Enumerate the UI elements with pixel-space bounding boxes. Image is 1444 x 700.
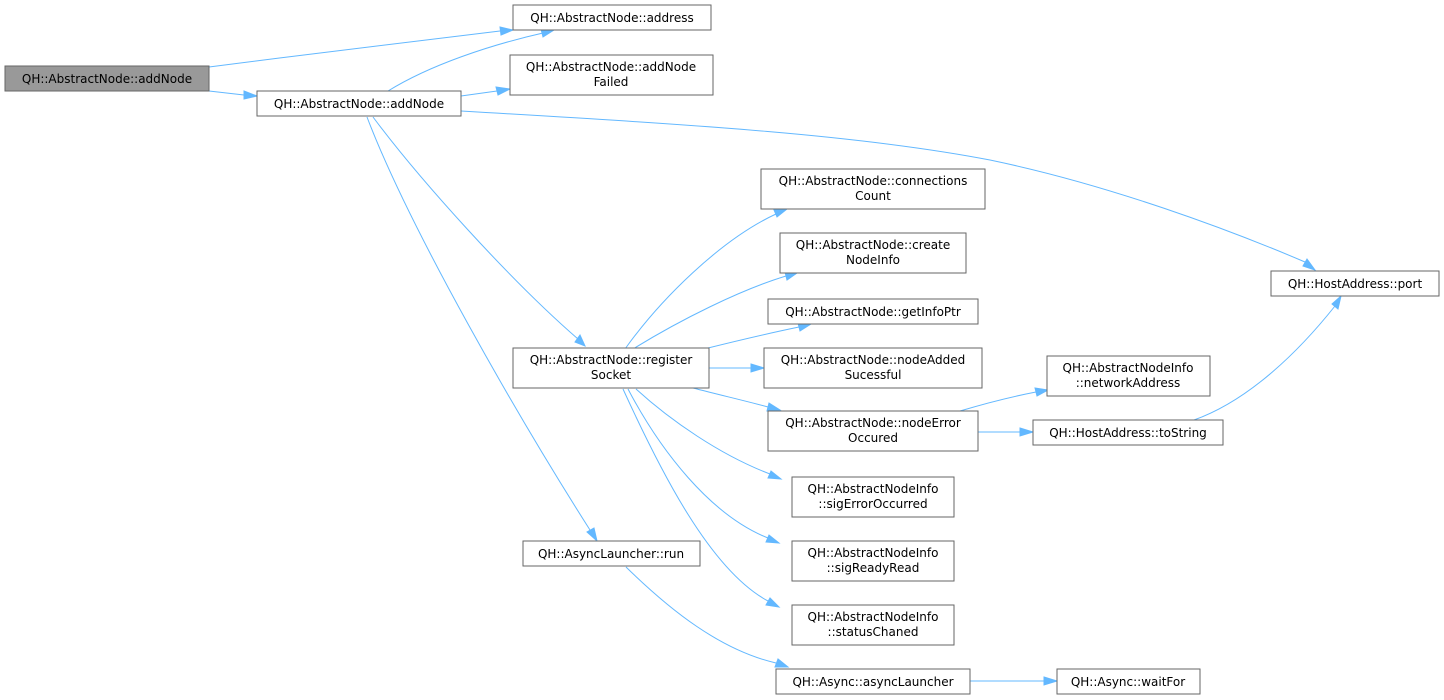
edge-addnode-to-async-run: [366, 116, 598, 543]
node-label-line-1: QH::AbstractNode::addNode: [526, 60, 696, 74]
node-label-line-1: QH::AbstractNode::nodeError: [785, 416, 961, 430]
node-register-socket[interactable]: QH::AbstractNode::register Socket: [512, 347, 710, 389]
node-sig-error[interactable]: QH::AbstractNodeInfo ::sigErrorOccurred: [791, 476, 955, 518]
node-label-line-2: Sucessful: [845, 368, 902, 382]
node-address[interactable]: QH::AbstractNode::address: [512, 4, 712, 31]
node-create-nodeinfo[interactable]: QH::AbstractNode::create NodeInfo: [779, 232, 967, 274]
node-label-line-2: ::sigErrorOccurred: [818, 497, 927, 511]
edge-node-error-to-network-address: [959, 387, 1050, 412]
node-label-line-1: QH::AbstractNode::create: [796, 238, 950, 252]
node-label-line-1: QH::AbstractNodeInfo: [808, 482, 939, 496]
node-async-launcher[interactable]: QH::Async::asyncLauncher: [775, 668, 971, 695]
node-label-line-2: ::networkAddress: [1076, 376, 1181, 390]
node-status-chaned[interactable]: QH::AbstractNodeInfo ::statusChaned: [791, 604, 955, 646]
edge-register-to-connections-count: [624, 208, 789, 350]
node-label-line-2: Count: [855, 189, 891, 203]
edge-root-to-addnode: [208, 90, 259, 100]
edge-root-to-address: [208, 26, 515, 68]
node-label: QH::HostAddress::toString: [1049, 426, 1207, 440]
edge-addnode-to-addnode-failed: [460, 86, 512, 97]
edge-register-to-sig-error: [635, 388, 783, 480]
node-label: QH::AbstractNode::getInfoPtr: [785, 305, 961, 319]
node-label-line-2: ::sigReadyRead: [827, 561, 920, 575]
edge-async-launcher-to-wait-for: [970, 676, 1059, 686]
node-addnode-failed[interactable]: QH::AbstractNode::addNode Failed: [509, 54, 714, 96]
edge-to-string-to-port: [1193, 294, 1342, 421]
edge-register-to-status-chaned: [622, 388, 781, 608]
node-wait-for[interactable]: QH::Async::waitFor: [1056, 668, 1201, 695]
node-label: QH::Async::waitFor: [1071, 675, 1185, 689]
node-label: QH::HostAddress::port: [1288, 277, 1423, 291]
node-label-line-2: Failed: [594, 75, 629, 89]
edge-async-run-to-async-launcher: [625, 566, 790, 668]
node-label: QH::AbstractNode::address: [530, 11, 693, 25]
node-label-line-2: Socket: [591, 368, 631, 382]
node-getinfoptr[interactable]: QH::AbstractNode::getInfoPtr: [767, 298, 979, 325]
node-sig-ready[interactable]: QH::AbstractNodeInfo ::sigReadyRead: [791, 540, 955, 582]
node-async-run[interactable]: QH::AsyncLauncher::run: [522, 540, 701, 567]
node-label-line-1: QH::AbstractNode::register: [530, 353, 693, 367]
node-label-line-1: QH::AbstractNodeInfo: [808, 546, 939, 560]
node-label: QH::AbstractNode::addNode: [22, 72, 192, 86]
edge-register-to-sig-ready: [627, 388, 781, 544]
node-label: QH::AbstractNode::addNode: [274, 97, 444, 111]
node-addnode[interactable]: QH::AbstractNode::addNode: [256, 90, 462, 117]
edge-register-to-node-added: [709, 363, 766, 373]
node-connections-count[interactable]: QH::AbstractNode::connections Count: [760, 168, 986, 210]
node-label-line-2: Occured: [848, 431, 898, 445]
node-to-string[interactable]: QH::HostAddress::toString: [1032, 419, 1224, 446]
node-label: QH::AsyncLauncher::run: [538, 547, 684, 561]
edge-addnode-to-register-socket: [372, 116, 586, 347]
node-label: QH::Async::asyncLauncher: [792, 675, 953, 689]
node-node-error[interactable]: QH::AbstractNode::nodeError Occured: [767, 410, 979, 452]
node-label-line-1: QH::AbstractNode::nodeAdded: [781, 353, 966, 367]
call-graph-nodes: QH::AbstractNode::addNode QH::AbstractNo…: [4, 4, 1440, 695]
edge-register-to-getinfoptr: [703, 322, 813, 350]
node-label-line-1: QH::AbstractNode::connections: [779, 174, 968, 188]
node-root-addnode[interactable]: QH::AbstractNode::addNode: [4, 65, 210, 92]
edge-register-to-node-error: [692, 387, 782, 412]
edge-addnode-to-port: [460, 110, 1317, 271]
node-label-line-1: QH::AbstractNodeInfo: [1063, 361, 1194, 375]
node-label-line-1: QH::AbstractNodeInfo: [808, 610, 939, 624]
node-port[interactable]: QH::HostAddress::port: [1270, 270, 1440, 297]
call-graph-edges: [208, 26, 1342, 686]
node-label-line-2: NodeInfo: [846, 253, 900, 267]
node-node-added[interactable]: QH::AbstractNode::nodeAdded Sucessful: [763, 347, 983, 389]
edge-node-error-to-to-string: [978, 427, 1035, 437]
node-network-address[interactable]: QH::AbstractNodeInfo ::networkAddress: [1046, 355, 1211, 397]
node-label-line-2: ::statusChaned: [828, 625, 919, 639]
